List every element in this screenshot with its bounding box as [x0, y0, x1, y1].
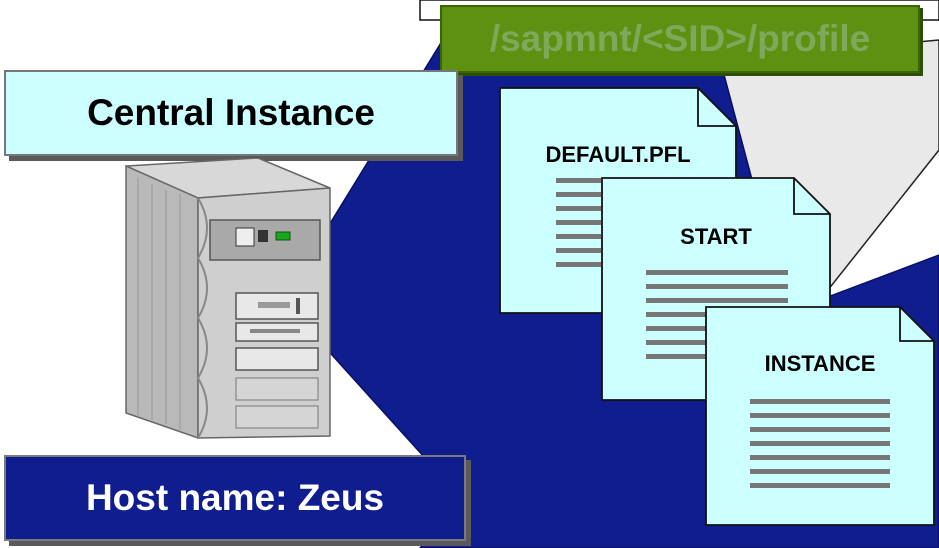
host-name-label: Host name: Zeus	[85, 477, 385, 518]
profile-directory-box: /sapmnt/<SID>/profile	[440, 5, 920, 73]
central-instance-box: Central Instance	[4, 70, 458, 156]
profile-directory-path: /sapmnt/<SID>/profile	[489, 18, 871, 59]
server-graphic	[125, 157, 331, 440]
server-tower-icon	[118, 157, 338, 448]
document-label-start: START	[680, 224, 752, 249]
document-instance: INSTANCE	[705, 306, 935, 526]
host-name-box: Host name: Zeus	[4, 455, 466, 541]
central-instance-label: Central Instance	[87, 92, 375, 133]
document-icon	[705, 306, 935, 526]
document-label-default-pfl: DEFAULT.PFL	[545, 142, 691, 167]
document-label-instance: INSTANCE	[764, 351, 876, 376]
